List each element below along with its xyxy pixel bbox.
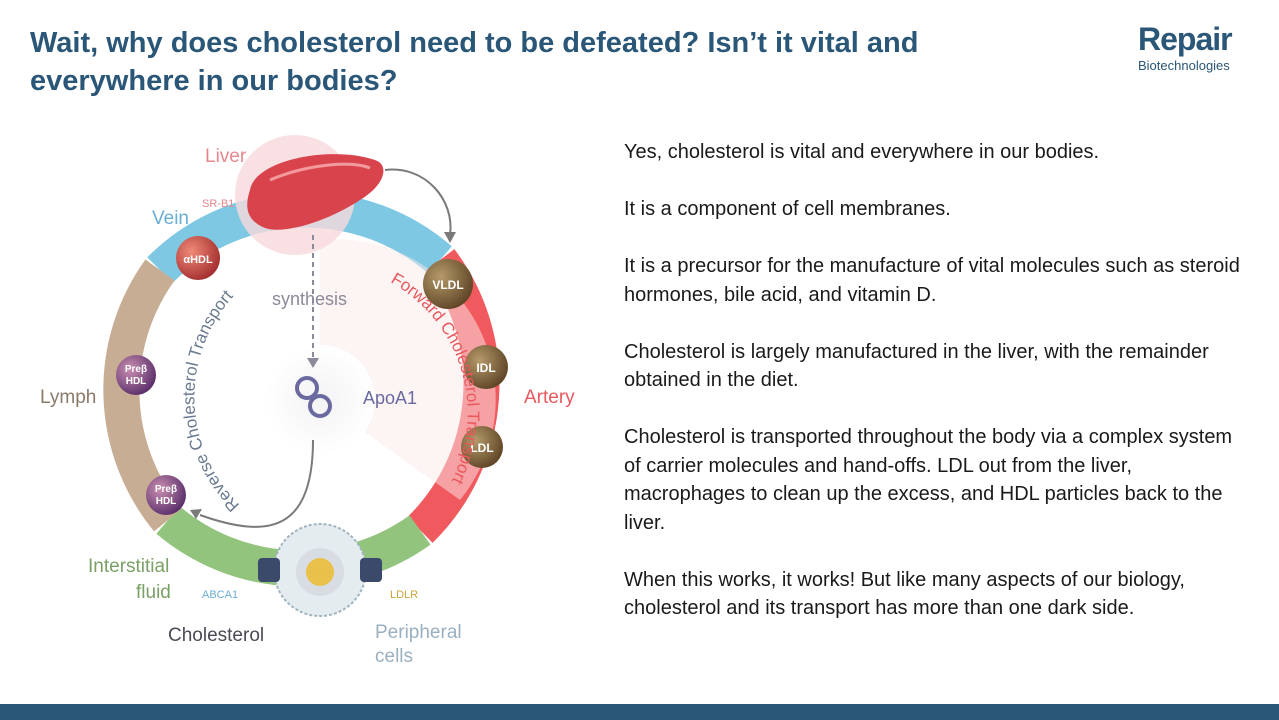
- apoa1-molecule-icon: [295, 376, 332, 418]
- paragraph-1: Yes, cholesterol is vital and everywhere…: [624, 141, 1100, 163]
- vein-label: Vein: [152, 208, 189, 229]
- diagram-canvas: VLDL IDL LDL αHDL Preβ HDL Preβ HDL: [40, 135, 575, 667]
- footer-bar: [0, 704, 1279, 720]
- peripheral-label-line1: Peripheral: [375, 622, 462, 643]
- liver-organ: [247, 154, 384, 230]
- paragraph-6: When this works, it works! But like many…: [624, 568, 1185, 620]
- cholesterol-transport-diagram: VLDL IDL LDL αHDL Preβ HDL Preβ HDL: [30, 110, 600, 690]
- body-text: Yes, cholesterol is vital and everywhere…: [624, 138, 1244, 651]
- paragraph-3: It is a precursor for the manufacture of…: [624, 255, 1240, 306]
- ldlr-label: LDLR: [390, 589, 418, 601]
- interstitial-label-line2: fluid: [136, 582, 171, 603]
- ahdl-label: αHDL: [183, 254, 213, 266]
- cholesterol-label: Cholesterol: [168, 625, 264, 646]
- particle-ldl: LDL: [461, 426, 503, 468]
- reverse-transport-label: Reverse Cholesterol Transport: [179, 286, 242, 515]
- apoa1-label: ApoA1: [363, 388, 417, 408]
- return-arrow: [199, 439, 314, 528]
- preb-hdl-upper-line1: Preβ: [125, 364, 147, 375]
- idl-label: IDL: [476, 361, 495, 375]
- preb-hdl-upper-line2: HDL: [126, 376, 147, 387]
- logo-wordmark: Repair: [1138, 21, 1233, 57]
- liver-output-arrowhead: [444, 232, 456, 243]
- return-arrowhead: [190, 509, 202, 519]
- apoa1-glow: [265, 345, 375, 455]
- preb-hdl-lower-line1: Preβ: [155, 484, 177, 495]
- macrophage-cell-icon: [258, 523, 382, 617]
- interstitial-label-line1: Interstitial: [88, 556, 169, 577]
- repair-logo: Repair Biotechnologies: [1138, 22, 1258, 73]
- particle-preb-hdl-upper: Preβ HDL: [116, 355, 156, 395]
- particle-preb-hdl-lower: Preβ HDL: [146, 475, 186, 515]
- slide-title: Wait, why does cholesterol need to be de…: [30, 27, 919, 97]
- liver-output-arrow: [384, 168, 452, 236]
- logo-subtitle: Biotechnologies: [1138, 58, 1230, 73]
- paragraph-2: It is a component of cell membranes.: [624, 198, 951, 220]
- srb1-label: SR-B1: [202, 198, 234, 210]
- preb-hdl-lower-line2: HDL: [156, 496, 177, 507]
- liver-highlight: [269, 162, 371, 182]
- lymph-label: Lymph: [40, 387, 96, 408]
- particle-ahdl: αHDL: [176, 236, 220, 280]
- artery-label: Artery: [524, 387, 575, 408]
- vldl-label: VLDL: [432, 278, 463, 292]
- liver-label: Liver: [205, 146, 247, 167]
- synthesis-label: synthesis: [272, 289, 347, 309]
- particle-vldl: VLDL: [423, 259, 473, 309]
- particle-idl: IDL: [464, 345, 508, 389]
- abca1-label: ABCA1: [202, 589, 238, 601]
- paragraph-5: Cholesterol is transported throughout th…: [624, 426, 1233, 534]
- paragraph-4: Cholesterol is largely manufactured in t…: [624, 340, 1209, 392]
- reverse-transport-text: Reverse Cholesterol Transport: [179, 286, 242, 515]
- peripheral-label-line2: cells: [375, 646, 413, 667]
- ldl-label: LDL: [470, 441, 493, 455]
- synthesis-arrowhead: [307, 358, 319, 368]
